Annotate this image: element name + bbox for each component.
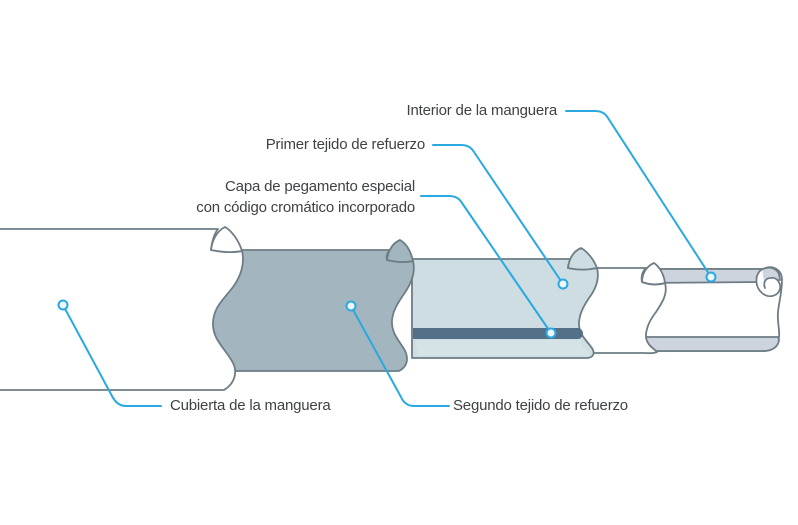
callout-dot-interior — [705, 271, 717, 283]
leader-line-primer — [432, 144, 564, 285]
first-fabric-lower-shade — [415, 340, 591, 356]
callout-leader-lines — [62, 110, 712, 407]
callout-dots — [57, 271, 717, 339]
label-segundo-tejido-text: Segundo tejido de refuerzo — [453, 397, 628, 414]
leader-line-cubierta — [62, 304, 162, 407]
leader-line-capa — [420, 195, 552, 334]
label-capa-pegamento-line2: con código cromático incorporado — [196, 199, 415, 216]
callout-dot-primer — [557, 278, 569, 290]
label-interior: Interior de la manguera — [407, 102, 558, 120]
hose-cover-curl — [210, 226, 243, 253]
hose-cover-layer — [0, 228, 244, 391]
hose-layers — [0, 226, 783, 391]
inner-white-layer-curl — [641, 262, 666, 286]
label-primer-tejido: Primer tejido de refuerzo — [266, 136, 425, 154]
label-segundo-tejido: Segundo tejido de refuerzo — [453, 397, 628, 415]
label-interior-text: Interior de la manguera — [406, 102, 558, 119]
leader-line-segundo — [350, 305, 450, 407]
glue-stripe — [413, 328, 583, 339]
label-primer-tejido-text: Primer tejido de refuerzo — [265, 136, 425, 153]
tube-end-curl — [755, 268, 782, 298]
first-fabric-curl — [567, 247, 598, 271]
callout-dot-cubierta — [57, 299, 69, 311]
label-capa-pegamento: Capa de pegamento especial con código cr… — [196, 176, 415, 218]
callout-dot-segundo — [345, 300, 357, 312]
second-fabric-curl — [386, 239, 414, 263]
label-capa-pegamento-line1: Capa de pegamento especial — [225, 178, 415, 195]
tube-bottom-band — [641, 336, 780, 352]
leader-line-interior — [565, 110, 712, 278]
label-cubierta: Cubierta de la manguera — [170, 397, 331, 415]
label-cubierta-text: Cubierta de la manguera — [170, 397, 331, 414]
callout-dot-capa — [545, 327, 557, 339]
